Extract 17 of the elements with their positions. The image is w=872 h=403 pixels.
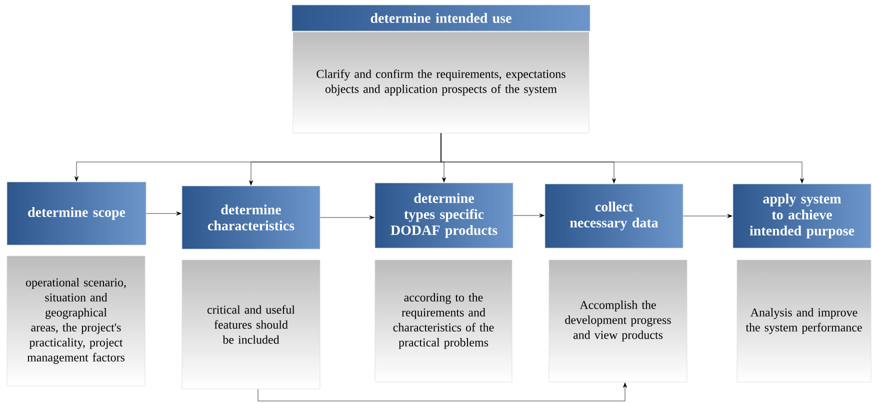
arrow xyxy=(320,216,374,220)
description-box: Analysis and improve the system performance xyxy=(736,260,872,382)
arrow xyxy=(440,133,804,184)
description-box: according to the requirements and characteristics of the practical problems xyxy=(374,260,512,382)
arrow xyxy=(513,214,544,218)
description-box: critical and useful features should be included xyxy=(182,260,320,390)
heading-box: determine scope xyxy=(6,182,146,246)
heading-box: determine types specific DODAF products xyxy=(374,182,514,248)
heading-box: determine intended use xyxy=(292,4,590,32)
arrow xyxy=(258,382,627,402)
description-box: operational scenario, situation and geographical areas, the project's practicality, project management factors xyxy=(6,256,146,386)
heading-box: apply system to achieve intended purpose xyxy=(732,184,872,248)
description-box: Accomplish the development progress and view products xyxy=(548,260,688,382)
heading-box: determine characteristics xyxy=(182,186,320,250)
arrow xyxy=(146,212,182,216)
heading-box: collect necessary data xyxy=(544,184,684,248)
arrow xyxy=(683,214,732,218)
